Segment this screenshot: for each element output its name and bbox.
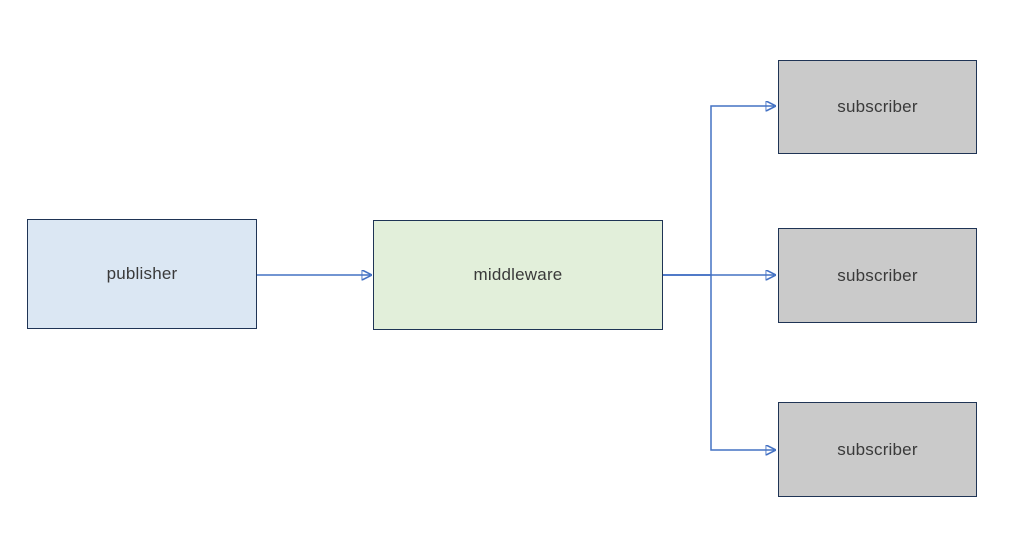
edge-middleware-to-subscriber-1-arrow <box>663 106 774 276</box>
node-subscriber-1: subscriber <box>778 60 977 154</box>
node-subscriber-3-label: subscriber <box>837 439 918 459</box>
node-subscriber-2-label: subscriber <box>837 265 918 285</box>
node-publisher: publisher <box>27 219 257 329</box>
node-middleware: middleware <box>373 220 663 330</box>
node-publisher-label: publisher <box>106 264 178 283</box>
node-subscriber-3: subscriber <box>778 402 977 497</box>
node-subscriber-1-label: subscriber <box>837 97 918 116</box>
node-middleware-label: middleware <box>473 265 563 284</box>
edge-middleware-to-subscriber-3-arrow <box>663 274 774 450</box>
node-subscriber-2: subscriber <box>778 228 977 323</box>
